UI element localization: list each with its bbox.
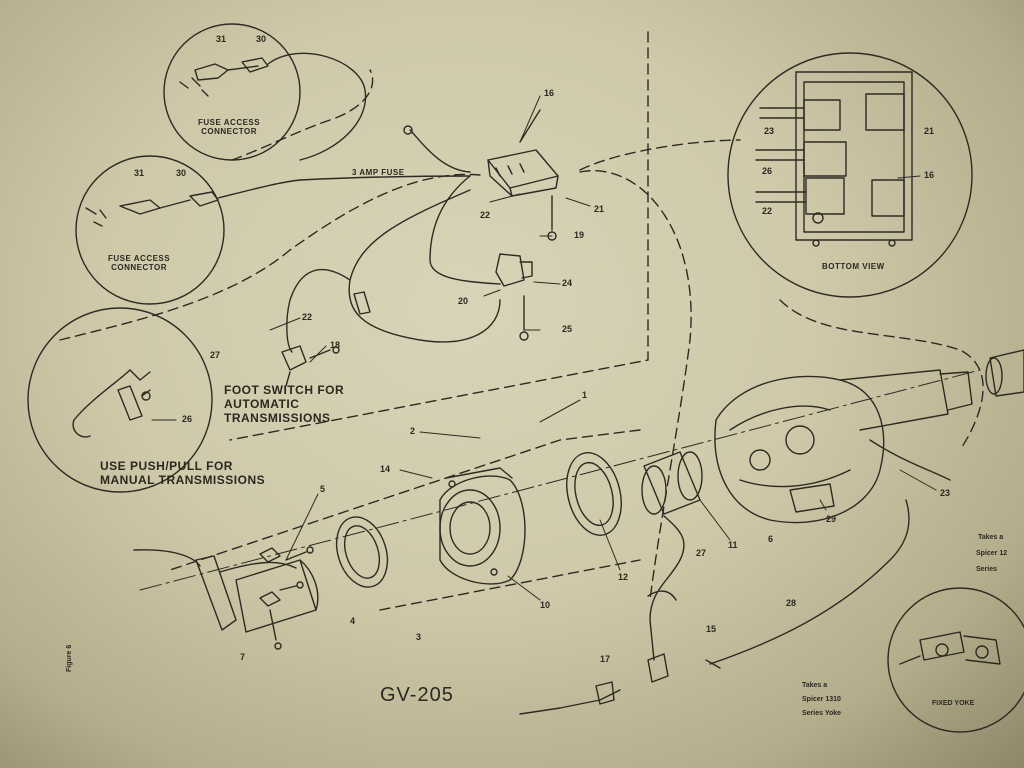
part-number-27-sensor: 27 — [696, 548, 707, 558]
bottom-view-label: BOTTOM VIEW — [822, 262, 885, 271]
part-number-29: 29 — [826, 514, 837, 524]
part-number-25: 25 — [562, 324, 573, 334]
diagram-title: GV-205 — [380, 684, 454, 706]
figure-label: Figure 6 — [66, 644, 73, 672]
part-number-28: 28 — [786, 598, 797, 608]
output-shaft-sleeve — [985, 349, 1024, 397]
part-number-18-top: 18 — [330, 340, 341, 350]
three-amp-fuse-label: 3 AMP FUSE — [352, 168, 405, 177]
adapter-housing-10 — [439, 467, 526, 585]
dashed-boundaries — [59, 31, 984, 611]
part-number-21-bottom-view: 21 — [924, 126, 935, 136]
pedal-detail-circle — [27, 307, 213, 493]
centerline — [139, 369, 981, 591]
part-number-20: 20 — [458, 296, 469, 306]
input-flange-assembly — [133, 546, 319, 650]
part-number-15: 15 — [706, 624, 717, 634]
part-number-23-bottom-view: 23 — [764, 126, 775, 136]
part-number-1: 1 — [582, 390, 588, 400]
part-number-5: 5 — [320, 484, 326, 494]
part-number-30-left: 30 — [176, 168, 187, 178]
part-number-16-module: 16 — [544, 88, 555, 98]
part-number-22-bottom-view: 22 — [762, 206, 773, 216]
part-number-2: 2 — [410, 426, 416, 436]
part-number-16-bottom-view: 16 — [924, 170, 935, 180]
foot-switch-label: FOOT SWITCH FOR AUTOMATIC TRANSMISSIONS — [224, 383, 345, 425]
foot-switch-wiring — [281, 189, 501, 387]
part-number-3: 3 — [416, 632, 422, 642]
part-number-10: 10 — [540, 600, 551, 610]
takes-spicer-bottom-line-3: Series Yoke — [802, 710, 842, 717]
control-module-assembly — [299, 109, 559, 341]
part-number-4: 4 — [350, 616, 356, 626]
part-number-19: 19 — [574, 230, 585, 240]
part-number-26-pedal: 26 — [182, 414, 193, 424]
gasket-3 — [335, 516, 389, 588]
push-pull-label: USE PUSH/PULL FOR MANUAL TRANSMISSIONS — [100, 459, 266, 487]
part-number-21-fuse: 21 — [594, 204, 605, 214]
part-number-17: 17 — [600, 654, 611, 664]
part-number-27-switch: 27 — [210, 350, 221, 360]
fuse-connector-left-parts — [85, 179, 301, 227]
fuse-connector-detail-circle-left — [75, 155, 225, 305]
part-number-23-shaft: 23 — [940, 488, 951, 498]
part-number-14: 14 — [380, 464, 391, 474]
part-number-26-bottom-view: 26 — [762, 166, 773, 176]
takes-spicer-bottom-line-1: Takes a — [802, 682, 828, 689]
part-number-31-top: 31 — [216, 34, 227, 44]
takes-a-spicer-line-1: Takes a — [978, 534, 1004, 541]
part-number-30-top: 30 — [256, 34, 267, 44]
leader-lines — [151, 95, 937, 601]
takes-a-spicer-line-3: Series — [976, 566, 998, 573]
bottom-view-housing — [755, 71, 913, 247]
cable-28 — [705, 499, 910, 669]
part-number-6: 6 — [768, 534, 774, 544]
part-number-12: 12 — [618, 572, 629, 582]
bottom-view-detail-circle — [727, 52, 973, 298]
fuse-access-connector-label-top: FUSE ACCESS CONNECTOR — [198, 118, 261, 137]
takes-spicer-bottom-line-2: Spicer 1310 — [802, 696, 841, 703]
pedal-parts — [72, 369, 151, 438]
part-number-11: 11 — [728, 540, 738, 550]
fuse-access-connector-label-left: FUSE ACCESS CONNECTOR — [108, 254, 171, 273]
part-number-7: 7 — [240, 652, 246, 662]
part-number-24: 24 — [562, 278, 573, 288]
fixed-yoke-detail-circle — [887, 587, 1024, 733]
speed-sensor-wiring — [519, 515, 685, 715]
gasket-12 — [566, 452, 622, 536]
fuse-connector-top-parts — [179, 52, 367, 161]
takes-a-spicer-line-2: Spicer 12 — [976, 550, 1008, 557]
overdrive-unit-6 — [714, 369, 973, 524]
part-number-31-left: 31 — [134, 168, 145, 178]
fixed-yoke-parts — [899, 631, 1001, 665]
part-number-22-wire: 22 — [302, 312, 313, 322]
part-number-22-fuse: 22 — [480, 210, 491, 220]
fixed-yoke-label: FIXED YOKE — [932, 700, 975, 707]
